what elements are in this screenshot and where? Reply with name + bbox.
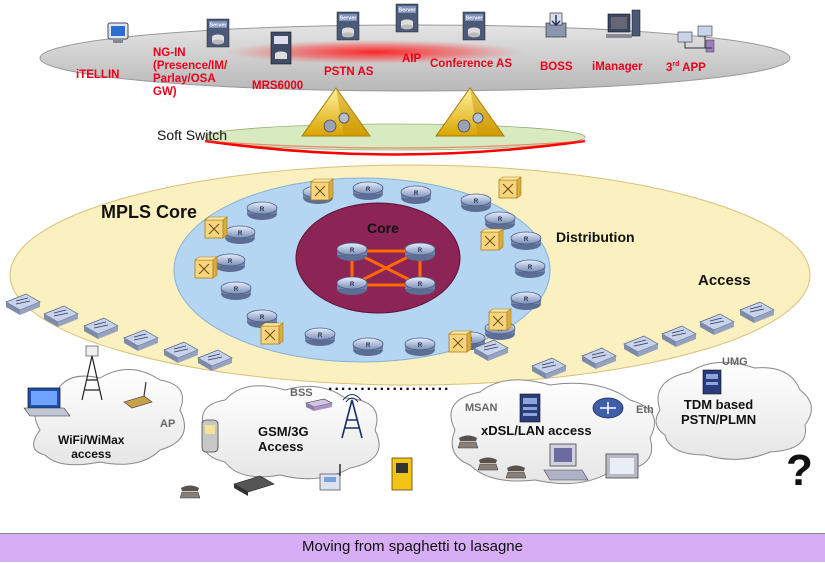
gsm-line-2: Access (258, 439, 304, 454)
edge-switch-icon (488, 308, 512, 331)
third-app-label: 3rd APP (666, 58, 706, 75)
access-point-icon (123, 381, 153, 409)
phone-icon (505, 465, 527, 479)
tv-icon (605, 453, 639, 479)
mrs6000-label: MRS6000 (252, 80, 304, 92)
server-icon (462, 11, 486, 41)
edge-switch-icon (498, 176, 522, 199)
edge-switch-icon (310, 178, 334, 201)
router-icon (224, 225, 256, 245)
tdm-line-1: TDM based (683, 397, 754, 412)
app-number: 3 (666, 61, 673, 74)
gsm-line-1: GSM/3G (258, 424, 309, 439)
router-icon (214, 253, 246, 273)
wifi-line-1: WiFi/WiMax (58, 433, 125, 447)
distribution-label: Distribution (556, 229, 635, 245)
router-icon (404, 242, 436, 262)
tdm-label: TDM based PSTN/PLMN (681, 397, 756, 427)
gsm-cloud (202, 385, 380, 480)
router-icon (220, 281, 252, 301)
pstn-as-label: PSTN AS (324, 66, 374, 78)
ngin-line-1: NG-IN (153, 47, 186, 59)
ap-label: AP (160, 418, 176, 430)
phone-icon (477, 457, 499, 471)
edge-switch-icon (194, 256, 218, 279)
server-icon (395, 3, 419, 33)
itellin-label: iTELLIN (76, 69, 120, 81)
conference-as-label: Conference AS (430, 58, 513, 70)
svg-text:...................: ................... (328, 377, 450, 394)
router-icon (352, 337, 384, 357)
softswitch-label: Soft Switch (157, 127, 228, 143)
softswitch-pyramid-right (435, 87, 505, 137)
monitor-icon (107, 22, 129, 43)
workstation-icon (606, 9, 641, 38)
tdm-line-2: PSTN/PLMN (681, 412, 757, 427)
router-icon (484, 211, 516, 231)
umg-label: UMG (722, 356, 748, 368)
router-icon (404, 337, 436, 357)
aip-label: AIP (402, 53, 422, 65)
rack-icon (270, 31, 292, 65)
wifi-label: WiFi/WiMax access (58, 433, 124, 461)
ngin-line-3: Parlay/OSA (153, 73, 216, 85)
network-icon (677, 25, 715, 53)
phone-icon (179, 485, 201, 499)
imanager-label: iManager (592, 61, 643, 73)
eth-switch-icon (592, 397, 624, 419)
wifi-cloud (33, 369, 185, 466)
edge-switch-icon (448, 330, 472, 353)
payphone-icon (391, 457, 413, 491)
phone-icon (457, 435, 479, 449)
pc-icon (543, 443, 589, 481)
mpls-core-label: MPLS Core (101, 202, 198, 222)
ngin-line-4: GW) (153, 86, 177, 98)
router-icon (510, 231, 542, 251)
softswitch-pyramid-left (301, 87, 371, 137)
laptop-icon (23, 387, 71, 417)
router-icon (404, 276, 436, 296)
download-box-icon (545, 12, 567, 38)
bss-icon (305, 398, 333, 411)
gsm-label: GSM/3G Access (258, 424, 309, 454)
ngin-line-2: (Presence/IM/ (153, 60, 228, 72)
ngin-label: NG-IN (Presence/IM/ Parlay/OSA GW) (153, 47, 227, 99)
router-icon (460, 193, 492, 213)
cell-tower-icon (341, 394, 363, 439)
router-box-icon (233, 475, 275, 496)
app-superscript: rd (672, 61, 680, 68)
server-icon (336, 11, 360, 41)
router-icon (336, 242, 368, 262)
access-label: Access (698, 272, 751, 289)
router-icon (514, 259, 546, 279)
msan-label: MSAN (465, 402, 498, 414)
core-label: Core (367, 220, 399, 236)
wifi-line-2: access (71, 447, 112, 461)
router-icon (400, 185, 432, 205)
edge-switch-icon (260, 322, 284, 345)
bss-label: BSS (290, 387, 313, 399)
edge-switch-icon (480, 228, 504, 251)
footer-caption: Moving from spaghetti to lasagne (302, 538, 523, 555)
msan-icon (519, 393, 541, 423)
question-mark: ? (786, 446, 813, 495)
boss-label: BOSS (540, 61, 573, 73)
router-icon (304, 327, 336, 347)
umg-icon (702, 369, 722, 395)
footer-bar (0, 533, 825, 562)
desk-phone-icon (319, 464, 341, 491)
mobile-phone-icon (201, 419, 219, 453)
server-icon (206, 18, 230, 48)
router-icon (246, 201, 278, 221)
router-icon (352, 181, 384, 201)
wifi-tower-icon (81, 345, 103, 401)
tdm-cloud (655, 361, 812, 460)
router-icon (510, 291, 542, 311)
router-icon (336, 276, 368, 296)
app-text: APP (679, 61, 706, 74)
edge-switch-icon (204, 216, 228, 239)
eth-label: Eth (636, 404, 654, 416)
xdsl-label: xDSL/LAN access (481, 423, 592, 438)
